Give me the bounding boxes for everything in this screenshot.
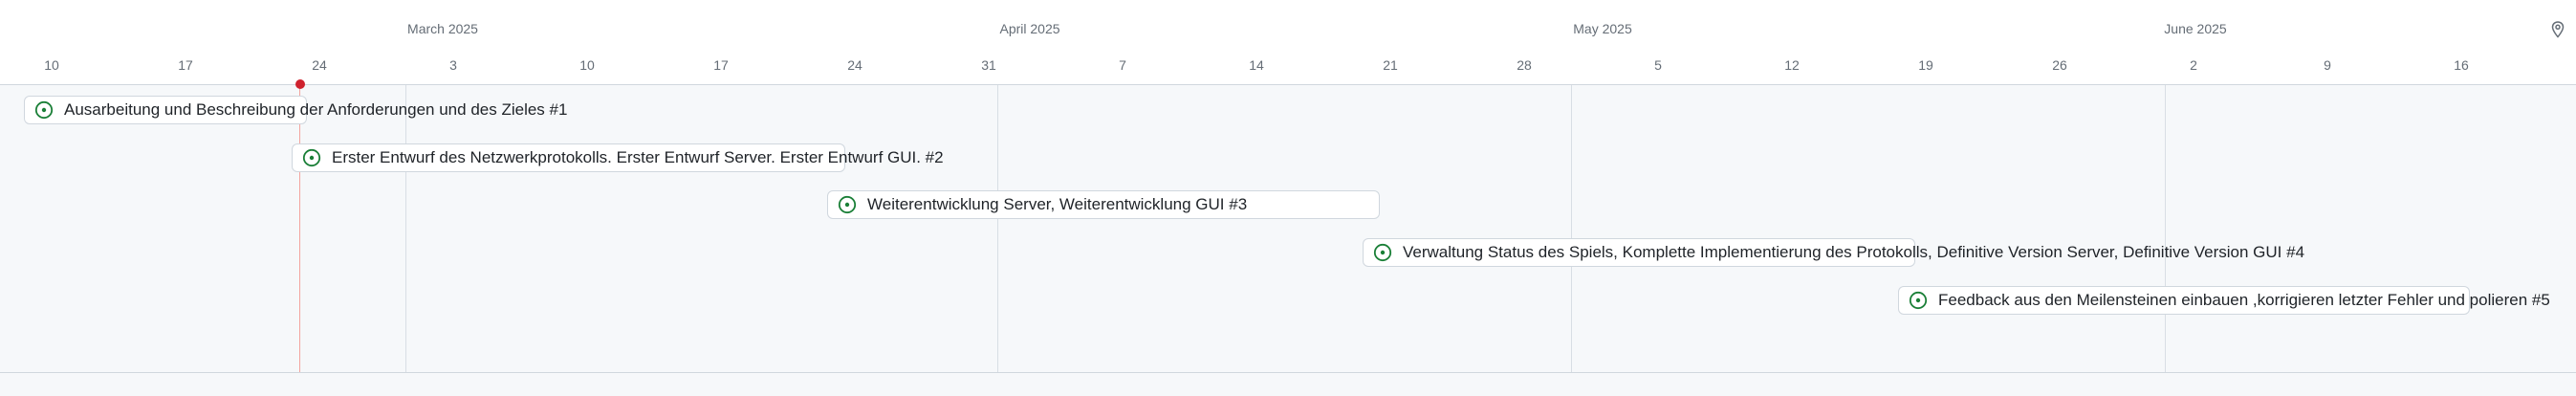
day-label: 5 (1654, 57, 1662, 73)
timeline-body (0, 85, 2576, 372)
today-line (299, 85, 300, 372)
day-label: 16 (2454, 57, 2469, 73)
roadmap-item[interactable]: Verwaltung Status des Spiels, Komplette … (1363, 238, 2304, 267)
issue-opened-icon (1373, 243, 1392, 262)
month-divider (2165, 85, 2166, 372)
item-title: Weiterentwicklung Server, Weiterentwickl… (867, 195, 1248, 213)
day-label: 28 (1517, 57, 1532, 73)
roadmap-item[interactable]: Weiterentwicklung Server, Weiterentwickl… (827, 190, 1380, 219)
day-label: 31 (981, 57, 996, 73)
day-label: 2 (2190, 57, 2197, 73)
day-label: 14 (1249, 57, 1264, 73)
month-label: March 2025 (407, 21, 478, 36)
day-label: 19 (1918, 57, 1933, 73)
day-label: 9 (2324, 57, 2331, 73)
month-divider (405, 85, 406, 372)
month-divider (1571, 85, 1572, 372)
issue-opened-icon (302, 148, 321, 167)
issue-opened-icon (34, 100, 54, 120)
day-label: 3 (449, 57, 457, 73)
month-label: May 2025 (1573, 21, 1632, 36)
body-divider (0, 372, 2576, 373)
day-label: 17 (713, 57, 729, 73)
header-divider (0, 84, 2576, 85)
month-label: June 2025 (2164, 21, 2227, 36)
month-divider (997, 85, 998, 372)
roadmap-item[interactable]: Feedback aus den Meilensteinen einbauen … (1898, 286, 2550, 315)
day-label: 10 (579, 57, 595, 73)
issue-opened-icon (1909, 291, 1928, 310)
timeline-header: March 2025 April 2025 May 2025 June 2025… (0, 0, 2576, 84)
item-title: Erster Entwurf des Netzwerkprotokolls. E… (332, 148, 944, 166)
day-label: 26 (2052, 57, 2067, 73)
day-label: 24 (847, 57, 862, 73)
item-title: Feedback aus den Meilensteinen einbauen … (1938, 291, 2550, 309)
item-title: Ausarbeitung und Beschreibung der Anford… (64, 100, 568, 119)
month-label: April 2025 (999, 21, 1060, 36)
timeline-footer (0, 373, 2576, 396)
today-marker[interactable] (295, 79, 305, 89)
map-pin-icon[interactable] (2551, 21, 2565, 38)
day-label: 12 (1784, 57, 1800, 73)
day-label: 21 (1383, 57, 1398, 73)
issue-opened-icon (838, 195, 857, 214)
roadmap-item[interactable]: Ausarbeitung und Beschreibung der Anford… (24, 96, 567, 124)
day-label: 24 (312, 57, 327, 73)
day-label: 17 (178, 57, 193, 73)
day-label: 10 (44, 57, 59, 73)
item-title: Verwaltung Status des Spiels, Komplette … (1403, 243, 2305, 261)
day-label: 7 (1119, 57, 1126, 73)
roadmap-item[interactable]: Erster Entwurf des Netzwerkprotokolls. E… (292, 143, 944, 172)
